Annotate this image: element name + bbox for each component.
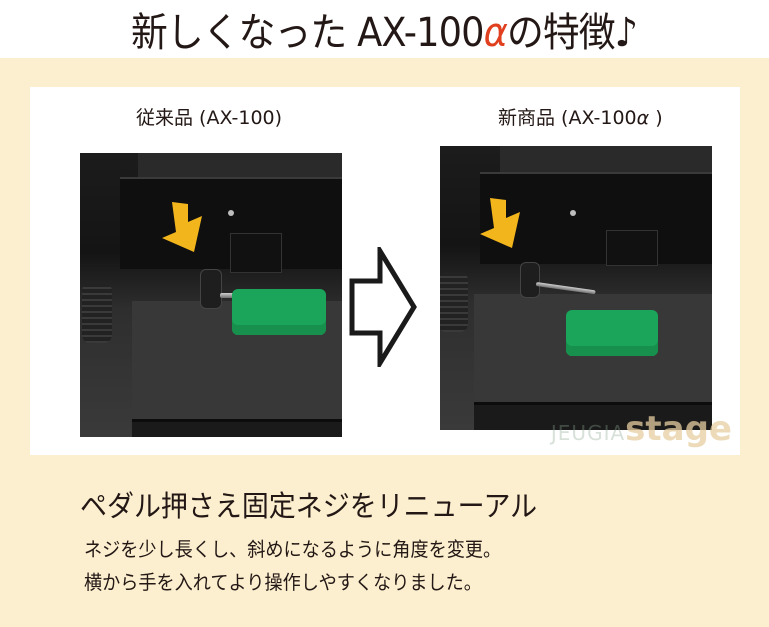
feature-description-line: 横から手を入れてより操作しやすくなりました。 xyxy=(84,571,482,594)
screw-dot xyxy=(570,210,576,216)
old-product-photo xyxy=(80,153,342,437)
old-product-caption: 従来品 (AX-100) xyxy=(136,107,283,129)
feature-panel: 従来品 (AX-100) 新商品 (AX-100α ) xyxy=(0,58,769,627)
screw-dot xyxy=(228,210,234,216)
new-product-caption: 新商品 (AX-100α ) xyxy=(498,103,663,130)
indicator-arrow-icon xyxy=(480,198,520,248)
fixing-screw-rod xyxy=(535,282,596,295)
fixing-screw-rod xyxy=(220,293,234,298)
green-pedal-pad xyxy=(232,289,326,335)
new-caption-suffix: ) xyxy=(649,107,663,129)
feature-description: ネジを少し長くし、斜めになるように角度を変更。 横から手を入れてより操作しやすく… xyxy=(84,533,501,599)
feature-title: ペダル押さえ固定ネジをリニューアル xyxy=(80,489,538,523)
green-pedal-pad xyxy=(566,310,658,356)
hinge-bracket xyxy=(606,230,658,266)
side-knob xyxy=(440,272,468,332)
side-knob xyxy=(82,283,112,343)
indicator-arrow-icon xyxy=(162,202,202,252)
feature-description-line: ネジを少し長くし、斜めになるように角度を変更。 xyxy=(84,538,502,561)
fixing-screw-knob xyxy=(200,269,222,309)
watermark-part2: stage xyxy=(625,409,732,449)
headline-suffix: の特徴♪ xyxy=(507,10,638,56)
headline-alpha: α xyxy=(484,10,508,56)
headline-banner: 新しくなった AX-100αの特徴♪ xyxy=(0,0,769,58)
fixing-screw-knob xyxy=(520,262,540,298)
new-product-photo xyxy=(440,146,712,430)
comparison-box: 従来品 (AX-100) 新商品 (AX-100α ) xyxy=(30,87,740,455)
headline-title: 新しくなった AX-100αの特徴♪ xyxy=(131,0,638,58)
pedal-top-block xyxy=(500,146,712,176)
right-outline-arrow-icon xyxy=(349,247,417,367)
pedal-top-block xyxy=(138,153,342,181)
new-caption-prefix: 新商品 (AX-100 xyxy=(498,107,637,129)
pedal-bottom-rail xyxy=(132,419,342,437)
pedal-bottom-rail xyxy=(474,402,712,430)
watermark-part1: JEUGIA xyxy=(550,421,626,445)
pedal-top-plate xyxy=(480,172,712,264)
hinge-bracket xyxy=(230,233,282,273)
watermark-logo: JEUGIAstage xyxy=(551,409,732,449)
headline-prefix: 新しくなった AX-100 xyxy=(131,10,485,56)
new-caption-alpha: α xyxy=(636,107,650,129)
